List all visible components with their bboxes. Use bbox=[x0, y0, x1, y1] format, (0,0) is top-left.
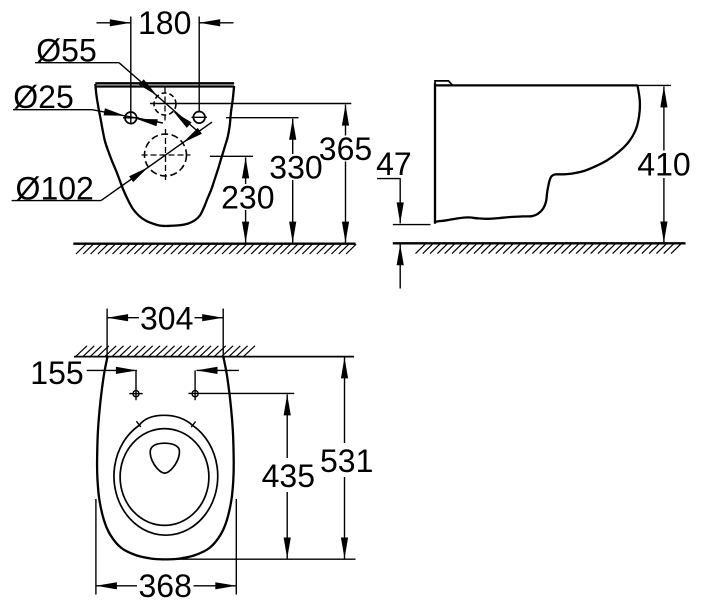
svg-text:368: 368 bbox=[139, 568, 192, 604]
svg-text:155: 155 bbox=[30, 355, 83, 391]
svg-text:180: 180 bbox=[138, 5, 191, 41]
svg-text:365: 365 bbox=[319, 131, 372, 167]
svg-text:330: 330 bbox=[269, 149, 322, 185]
svg-text:531: 531 bbox=[320, 443, 373, 479]
svg-text:435: 435 bbox=[262, 458, 315, 494]
svg-text:Ø55: Ø55 bbox=[36, 33, 96, 69]
svg-text:47: 47 bbox=[376, 146, 412, 182]
svg-text:Ø102: Ø102 bbox=[16, 171, 94, 207]
svg-text:230: 230 bbox=[221, 179, 274, 215]
svg-text:410: 410 bbox=[637, 147, 690, 183]
svg-text:Ø25: Ø25 bbox=[13, 79, 73, 115]
svg-text:304: 304 bbox=[140, 301, 193, 337]
